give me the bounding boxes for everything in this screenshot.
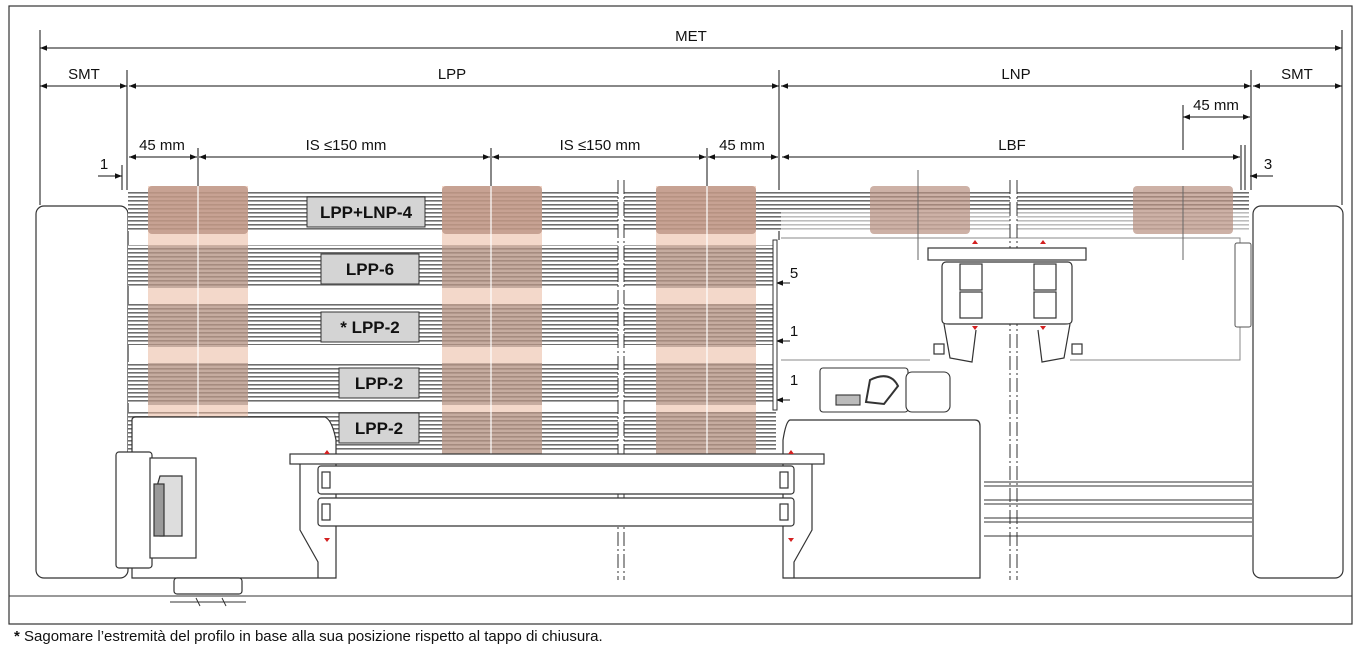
label-45-left: 45 mm	[139, 137, 185, 154]
footnote: * Sagomare l’estremità del profilo in ba…	[14, 628, 603, 645]
label-45-mid: 45 mm	[719, 137, 765, 154]
label-lbf: LBF	[998, 137, 1026, 154]
profile-labels: LPP+LNP-4 LPP-6 * LPP-2 LPP-2 LPP-2	[306, 196, 426, 444]
right-support	[1252, 205, 1344, 579]
label-gap-1-b: 1	[790, 372, 798, 389]
left-support	[35, 205, 129, 579]
pad-centerlines	[197, 170, 1184, 460]
outer-frame	[8, 5, 1353, 625]
lower-right-container	[782, 419, 981, 579]
lpp-rails	[289, 453, 825, 578]
label-lpp: LPP	[438, 66, 466, 83]
profile-label-5: LPP-2	[355, 419, 403, 438]
profile-label-3: * LPP-2	[340, 318, 400, 337]
profile-label-1: LPP+LNP-4	[320, 203, 413, 222]
footnote-text: Sagomare l’estremità del profilo in base…	[19, 628, 603, 645]
seal-piece	[819, 367, 951, 413]
label-45-right: 45 mm	[1193, 97, 1239, 114]
end-plate	[772, 239, 778, 411]
end-plug	[115, 451, 197, 569]
footnote-marker: *	[14, 628, 20, 645]
label-is-left: IS ≤150 mm	[306, 137, 387, 154]
label-smt-left: SMT	[68, 66, 100, 83]
dimension-labels: MET SMT LPP LNP SMT 45 mm 45 mm IS ≤150 …	[68, 28, 1313, 389]
lnp-rails	[984, 481, 1252, 537]
label-gap-3-right: 3	[1264, 156, 1272, 173]
label-gap-5: 5	[790, 265, 798, 282]
label-met: MET	[675, 28, 707, 45]
profile-label-2: LPP-6	[346, 260, 394, 279]
label-smt-right: SMT	[1281, 66, 1313, 83]
label-gap-1-a: 1	[790, 323, 798, 340]
seal-marks	[324, 240, 1046, 542]
label-gap-1-left: 1	[100, 156, 108, 173]
profile-label-4: LPP-2	[355, 374, 403, 393]
label-lnp: LNP	[1001, 66, 1030, 83]
lnp-bracket	[927, 247, 1087, 363]
base-detail	[170, 597, 246, 607]
label-is-right: IS ≤150 mm	[560, 137, 641, 154]
dimension-lines	[39, 30, 1343, 403]
